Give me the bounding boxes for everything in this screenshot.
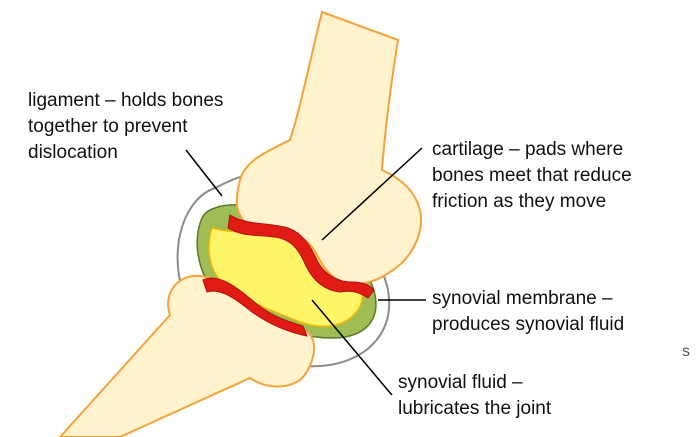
synovial-fluid-label: synovial fluid – lubricates the joint: [398, 370, 551, 422]
cartilage-label-line: friction as they move: [432, 189, 632, 215]
synovial-membrane-label-line: synovial membrane –: [432, 286, 624, 312]
synovial-fluid-label-line: synovial fluid –: [398, 370, 551, 396]
cropped-text-fragment: s: [682, 343, 690, 361]
synovial-fluid-label-line: lubricates the joint: [398, 396, 551, 422]
cartilage-label-line: bones meet that reduce: [432, 163, 632, 189]
ligament-label-line: together to prevent: [28, 114, 223, 140]
synovial-membrane-label: synovial membrane – produces synovial fl…: [432, 286, 624, 338]
ligament-label-line: ligament – holds bones: [28, 88, 223, 114]
ligament-label-line: dislocation: [28, 140, 223, 166]
cartilage-label-line: cartilage – pads where: [432, 137, 632, 163]
synovial-membrane-label-line: produces synovial fluid: [432, 312, 624, 338]
cartilage-label: cartilage – pads where bones meet that r…: [432, 137, 632, 215]
ligament-label: ligament – holds bones together to preve…: [28, 88, 223, 166]
